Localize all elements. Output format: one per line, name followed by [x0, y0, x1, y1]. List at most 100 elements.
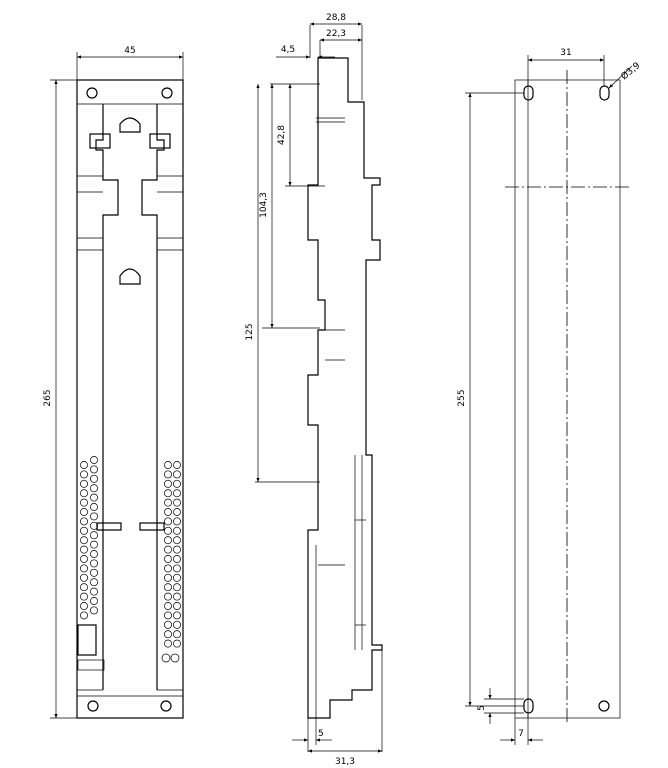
cable-hole — [80, 508, 88, 516]
cable-hole — [164, 611, 172, 620]
cable-hole — [164, 564, 172, 573]
cable-hole — [80, 564, 88, 573]
cable-hole — [173, 573, 181, 582]
cable-hole — [173, 620, 181, 629]
side-profile — [307, 57, 383, 719]
rear-hole-top-right — [599, 85, 610, 101]
cable-hole — [173, 555, 181, 563]
rear-hole-top-left — [523, 85, 534, 101]
cable-hole — [90, 597, 98, 605]
cable-hole — [173, 461, 181, 469]
cable-hole — [164, 592, 172, 601]
cable-hole — [90, 503, 98, 511]
rear-hole-bottom-right — [598, 700, 610, 712]
cable-hole — [173, 611, 181, 620]
front-hole-bottom-left — [87, 700, 99, 712]
cable-hole — [164, 498, 172, 507]
cable-hole — [164, 461, 172, 469]
cable-hole — [173, 630, 181, 639]
cable-hole — [164, 573, 172, 582]
dim-rear-bottom-v: 5 — [477, 705, 487, 711]
cable-hole — [173, 489, 181, 498]
cable-hole — [90, 540, 98, 549]
cable-hole — [164, 526, 172, 535]
cable-hole — [80, 611, 88, 620]
cable-hole — [80, 536, 88, 545]
cable-hole — [173, 508, 181, 516]
cable-hole — [90, 550, 98, 558]
cable-hole — [164, 602, 172, 610]
cable-hole — [80, 479, 88, 488]
cable-hole — [164, 620, 172, 629]
cable-hole — [164, 479, 172, 488]
cable-hole — [80, 498, 88, 507]
cable-hole — [90, 578, 98, 587]
cable-hole — [90, 559, 98, 568]
cable-hole — [173, 545, 181, 554]
cable-hole — [164, 555, 172, 563]
cable-hole — [80, 573, 88, 582]
rear-view: 31 Ø3,9 255 5 7 — [457, 48, 643, 745]
cable-hole — [173, 639, 181, 648]
front-hole-bottom-right — [160, 700, 172, 712]
dim-side-bottom-total: 31,3 — [335, 757, 355, 767]
cable-hole — [173, 583, 181, 592]
cable-hole — [164, 630, 172, 639]
cable-hole — [173, 564, 181, 573]
cable-hole — [173, 498, 181, 507]
cable-hole — [80, 470, 88, 479]
cable-hole — [173, 592, 181, 601]
cable-hole — [164, 517, 172, 526]
front-holes-left — [80, 456, 98, 620]
cable-hole — [164, 470, 172, 479]
cable-hole — [80, 526, 88, 535]
cable-hole — [80, 592, 88, 601]
cable-hole — [173, 479, 181, 488]
cable-hole — [173, 526, 181, 535]
dim-front-height: 265 — [43, 389, 53, 406]
cable-hole — [90, 493, 98, 502]
front-component — [77, 624, 97, 656]
front-outline — [76, 79, 184, 719]
cable-hole — [90, 606, 98, 615]
cable-hole — [90, 512, 98, 521]
front-keyhole-top — [119, 117, 141, 133]
dim-front-width: 45 — [124, 46, 135, 56]
cable-hole — [173, 517, 181, 526]
side-view: 28,8 22,3 4,5 42,8 104,3 125 5 31,3 — [245, 13, 383, 767]
dim-side-top-small: 4,5 — [281, 45, 295, 55]
cable-hole — [90, 465, 98, 474]
front-keyhole-mid — [119, 268, 141, 285]
dim-side-top-total: 28,8 — [326, 13, 346, 23]
dim-side-bottom-small: 5 — [318, 729, 324, 739]
cable-hole — [164, 536, 172, 545]
cable-hole — [90, 456, 98, 464]
cable-hole — [90, 474, 98, 483]
cable-hole — [90, 587, 98, 596]
front-view: 45 265 — [43, 46, 184, 719]
dim-rear-bottom-h: 7 — [518, 729, 524, 739]
cable-hole — [90, 484, 98, 493]
front-hole-top-left — [86, 87, 98, 99]
cable-hole — [173, 602, 181, 610]
cable-hole — [164, 583, 172, 592]
cable-hole — [80, 555, 88, 563]
cable-hole — [90, 568, 98, 577]
cable-hole — [90, 531, 98, 540]
dim-side-v1: 42,8 — [277, 125, 287, 145]
front-clip-right — [149, 133, 171, 149]
front-hole-top-right — [161, 87, 173, 99]
cable-hole — [173, 470, 181, 479]
dim-side-v2: 104,3 — [259, 192, 269, 218]
cable-hole — [80, 517, 88, 526]
cable-hole — [164, 639, 172, 648]
cable-hole — [80, 461, 88, 469]
cable-hole — [90, 521, 98, 530]
dim-side-top-offset: 22,3 — [326, 29, 346, 39]
dim-rear-hole-dia: Ø3,9 — [619, 60, 643, 82]
rear-hole-bottom-left — [523, 698, 534, 714]
cable-hole — [173, 536, 181, 545]
cable-hole — [80, 602, 88, 610]
dim-rear-hole-spacing: 31 — [560, 48, 571, 58]
